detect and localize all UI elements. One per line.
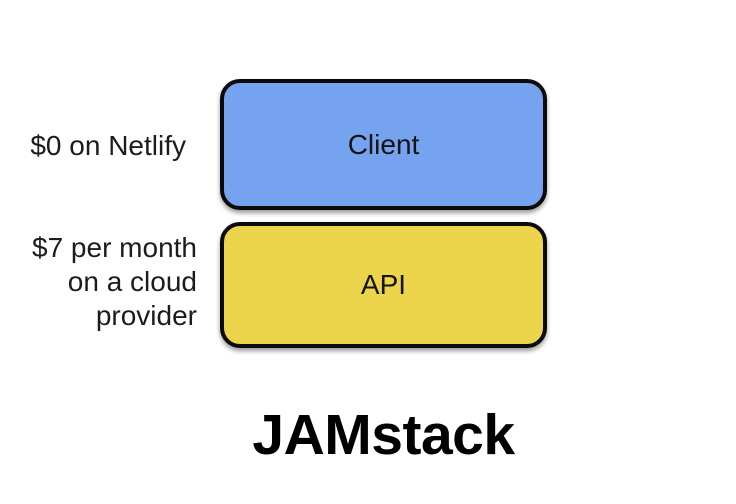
client-node: Client (220, 79, 547, 210)
api-node-label: API (360, 269, 407, 300)
api-node: API (220, 222, 547, 348)
client-cost-annotation: $0 on Netlify (30, 130, 186, 161)
client-node-label: Client (347, 128, 420, 160)
diagram-title: JAMstack (252, 403, 515, 467)
api-cost-annotation: $7 per month on a cloud provider (32, 232, 197, 331)
